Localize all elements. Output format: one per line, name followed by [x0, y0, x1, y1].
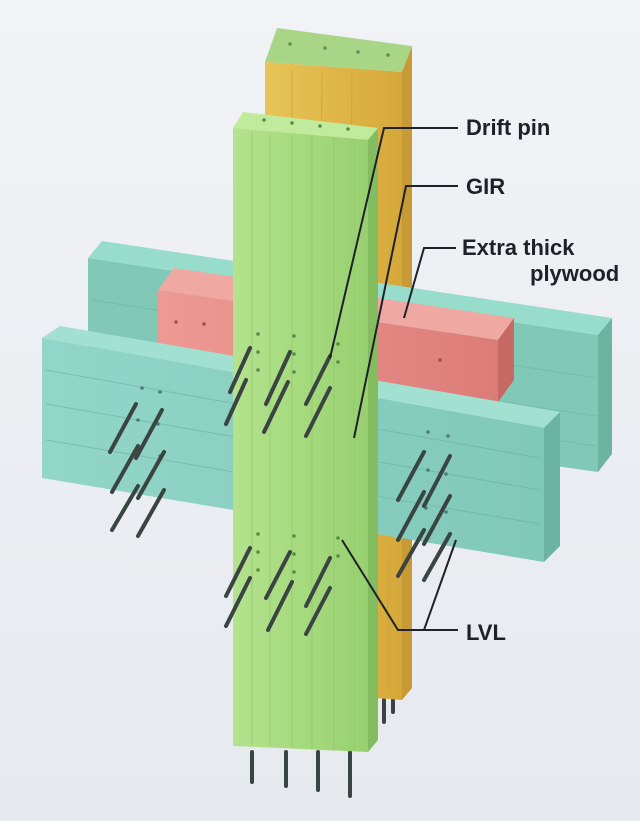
beam-drift-pins — [108, 402, 452, 582]
leader-drift-pin — [329, 127, 458, 359]
leader-gir — [353, 185, 458, 439]
column-drift-pins — [224, 346, 332, 636]
leader-plywood — [403, 247, 456, 319]
label-gir: GIR — [466, 174, 506, 199]
label-plywood: plywood — [530, 261, 620, 286]
label-drift-pin: Drift pin — [466, 115, 551, 140]
bottom-pins — [250, 696, 395, 798]
leader-lvl-2 — [398, 539, 457, 631]
label-lvl: LVL — [466, 620, 506, 645]
label-extra-thick: Extra thick — [462, 235, 575, 260]
leader-lines — [329, 127, 458, 631]
